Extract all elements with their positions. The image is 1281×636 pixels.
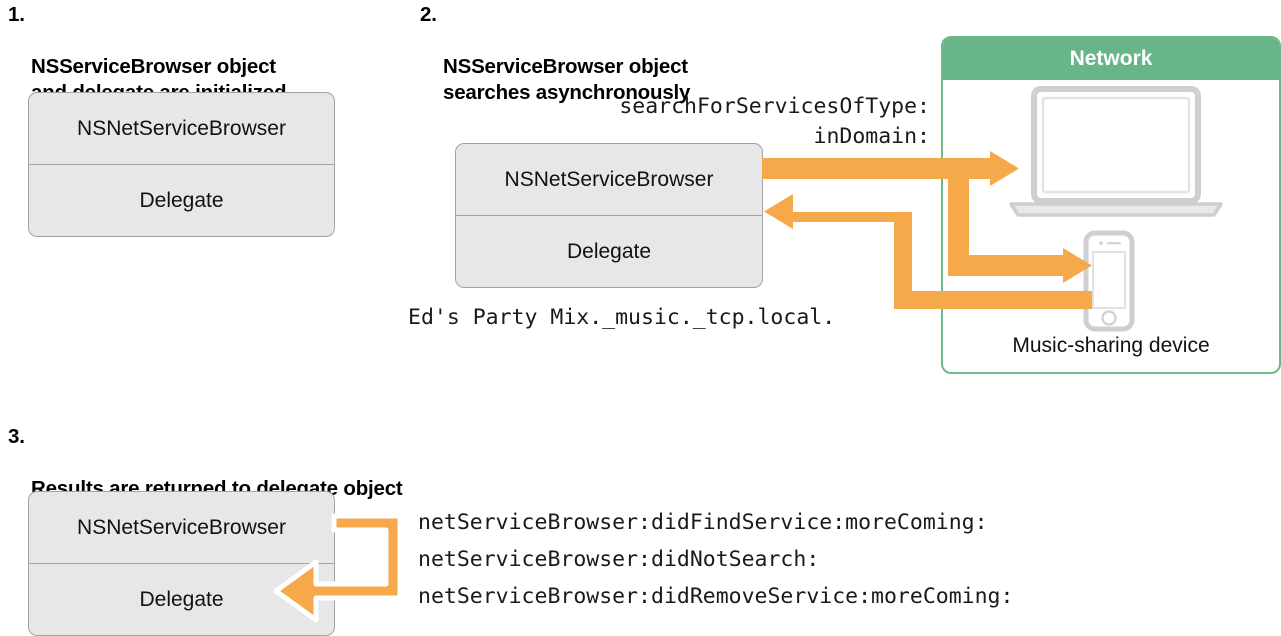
step-3-object-box: NSNetServiceBrowser Delegate — [28, 491, 335, 636]
step-1-delegate-cell: Delegate — [29, 164, 334, 236]
step-3-number: 3. — [8, 425, 25, 448]
phone-icon — [1083, 230, 1135, 337]
step-1-browser-cell: NSNetServiceBrowser — [77, 116, 286, 140]
callback-line-3: netServiceBrowser:didRemoveService:moreC… — [418, 584, 1014, 609]
network-caption: Music-sharing device — [1012, 334, 1210, 357]
callback-line-1: netServiceBrowser:didFindService:moreCom… — [418, 510, 988, 535]
step-3-browser-cell: NSNetServiceBrowser — [77, 515, 286, 539]
callback-line-2: netServiceBrowser:didNotSearch: — [418, 547, 820, 572]
step-2-delegate-cell: Delegate — [456, 215, 762, 287]
step-3-delegate-cell: Delegate — [29, 563, 334, 635]
step-2-number: 2. — [420, 3, 437, 26]
step-1-object-box: NSNetServiceBrowser Delegate — [28, 92, 335, 237]
search-method-label: searchForServicesOfType: inDomain: — [619, 94, 930, 149]
step-1-number: 1. — [8, 3, 25, 26]
step-2-browser-cell: NSNetServiceBrowser — [504, 167, 714, 191]
step-2-heading-text: NSServiceBrowser object searches asynchr… — [443, 55, 691, 104]
service-name-label: Ed's Party Mix._music._tcp.local. — [408, 305, 836, 330]
network-title: Network — [943, 38, 1279, 80]
laptop-icon — [1008, 86, 1224, 227]
network-panel: Network Music-sharing device — [941, 36, 1281, 374]
step-2-object-box: NSNetServiceBrowser Delegate — [455, 143, 763, 288]
step-2-heading: 2. NSServiceBrowser object searches asyn… — [420, 2, 800, 132]
